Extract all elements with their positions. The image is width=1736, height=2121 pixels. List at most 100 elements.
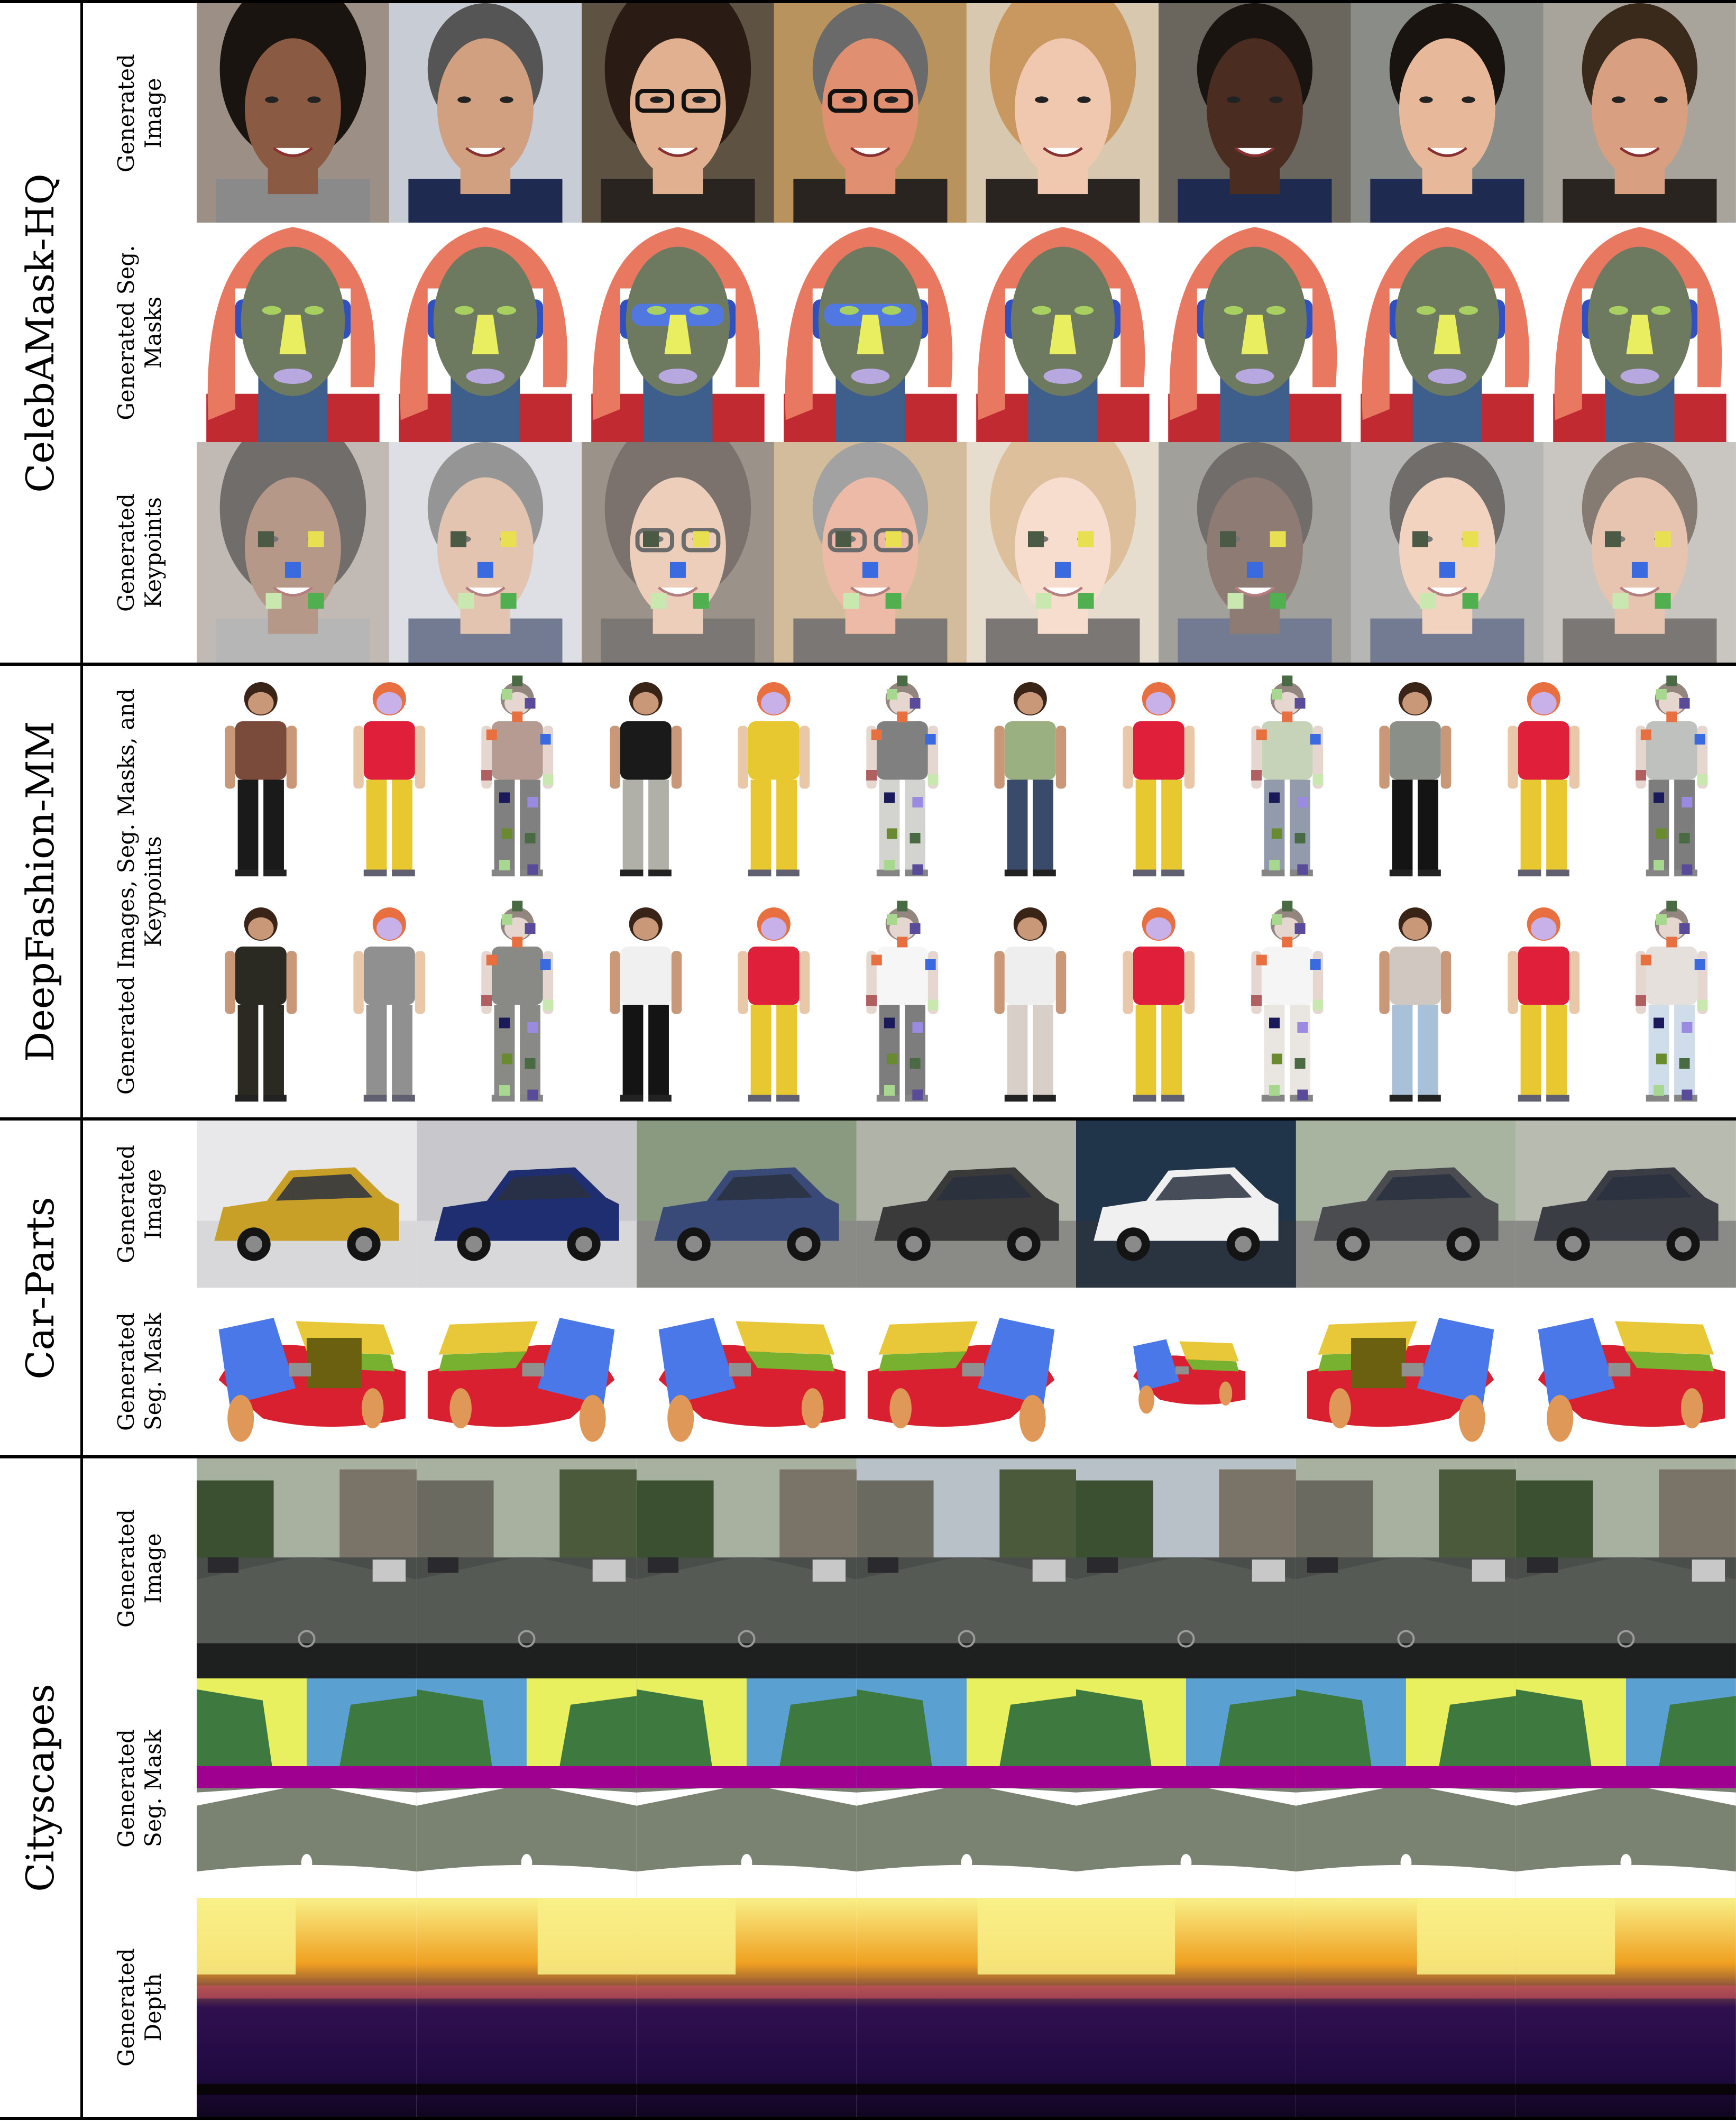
- grid-celeb-keypoints: [197, 442, 1736, 663]
- celeb-masks-image-7: [1351, 223, 1544, 442]
- fashion-top-image-2: [325, 667, 454, 892]
- fashion-top-image-10: [1351, 667, 1480, 892]
- celeb-keypoints-image-2: [389, 442, 582, 663]
- city-depth-image-2: [416, 1898, 637, 2117]
- celeb-masks-image-5: [966, 223, 1159, 442]
- row-label-celeb-image: Generated Image: [113, 53, 166, 172]
- car-mask-image-5: [1076, 1288, 1297, 1455]
- celeb-image-image-6: [1159, 3, 1352, 223]
- car-mask-image-4: [856, 1288, 1077, 1455]
- city-mask-image-2: [416, 1678, 637, 1898]
- city-image-image-7: [1516, 1458, 1736, 1678]
- celeb-masks-image-3: [581, 223, 774, 442]
- city-mask-image-7: [1516, 1678, 1736, 1898]
- city-mask-image-3: [636, 1678, 857, 1898]
- celeb-image-image-2: [389, 3, 582, 223]
- fashion-bottom-image-4: [581, 893, 710, 1117]
- grid-fashion-bottom: [197, 893, 1736, 1117]
- row-label-car-image: Generated Image: [113, 1144, 166, 1264]
- rule-celeb-fashion: [0, 663, 1736, 666]
- city-depth-image-7: [1516, 1898, 1736, 2117]
- fashion-top-image-9: [1223, 667, 1352, 892]
- dataset-label-carparts: Car-Parts: [18, 1196, 62, 1380]
- city-image-image-6: [1296, 1458, 1517, 1678]
- grid-fashion-top: [197, 667, 1736, 892]
- fashion-top-image-7: [966, 667, 1095, 892]
- fashion-top-image-6: [838, 667, 967, 892]
- row-label-city-image: Generated Image: [113, 1509, 166, 1628]
- fashion-bottom-image-8: [1095, 893, 1223, 1117]
- city-depth-image-4: [856, 1898, 1077, 2117]
- car-image-image-5: [1076, 1121, 1297, 1288]
- dataset-label-celebamask: CelebAMask-HQ: [18, 173, 62, 493]
- fashion-top-image-5: [710, 667, 838, 892]
- city-depth-image-6: [1296, 1898, 1517, 2117]
- car-image-image-2: [416, 1121, 637, 1288]
- dataset-label-deepfashion: DeepFashion-MM: [18, 721, 62, 1062]
- row-label-celeb-masks: Generated Seg. Masks: [113, 244, 166, 420]
- celeb-keypoints-image-7: [1351, 442, 1544, 663]
- city-depth-image-5: [1076, 1898, 1297, 2117]
- city-image-image-2: [416, 1458, 637, 1678]
- row-label-celeb-keypoints: Generated Keypoints: [113, 493, 166, 612]
- celeb-keypoints-image-3: [581, 442, 774, 663]
- fashion-top-image-8: [1095, 667, 1223, 892]
- fashion-bottom-image-6: [838, 893, 967, 1117]
- dataset-label-cityscapes: Cityscapes: [18, 1683, 62, 1892]
- celeb-keypoints-image-5: [966, 442, 1159, 663]
- grid-car-mask: [197, 1288, 1736, 1455]
- car-image-image-3: [636, 1121, 857, 1288]
- row-label-car-mask: Generated Seg. Mask: [113, 1312, 166, 1431]
- celeb-image-image-8: [1544, 3, 1736, 223]
- grid-city-mask: [197, 1678, 1736, 1898]
- row-label-city-mask: Generated Seg. Mask: [113, 1729, 166, 1848]
- fashion-top-image-4: [581, 667, 710, 892]
- fashion-top-image-11: [1479, 667, 1608, 892]
- grid-city-image: [197, 1458, 1736, 1678]
- celeb-image-image-5: [966, 3, 1159, 223]
- grid-car-image: [197, 1121, 1736, 1288]
- celeb-image-image-1: [197, 3, 389, 223]
- grid-city-depth: [197, 1898, 1736, 2117]
- celeb-keypoints-image-6: [1159, 442, 1352, 663]
- car-mask-image-7: [1516, 1288, 1736, 1455]
- grid-celeb-image: [197, 3, 1736, 223]
- car-image-image-6: [1296, 1121, 1517, 1288]
- city-image-image-3: [636, 1458, 857, 1678]
- fashion-top-image-1: [197, 667, 325, 892]
- celeb-masks-image-2: [389, 223, 582, 442]
- city-mask-image-1: [197, 1678, 417, 1898]
- city-image-image-5: [1076, 1458, 1297, 1678]
- city-image-image-1: [197, 1458, 417, 1678]
- celeb-image-image-4: [774, 3, 967, 223]
- celeb-image-image-3: [581, 3, 774, 223]
- fashion-bottom-image-3: [453, 893, 582, 1117]
- city-depth-image-3: [636, 1898, 857, 2117]
- celeb-keypoints-image-8: [1544, 442, 1736, 663]
- city-image-image-4: [856, 1458, 1077, 1678]
- car-image-image-1: [197, 1121, 417, 1288]
- rule-vertical: [80, 0, 83, 2120]
- car-image-image-7: [1516, 1121, 1736, 1288]
- fashion-bottom-image-1: [197, 893, 325, 1117]
- rule-car-city: [0, 1455, 1736, 1458]
- row-label-city-depth: Generated Depth: [113, 1948, 166, 2067]
- fashion-bottom-image-2: [325, 893, 454, 1117]
- fashion-top-image-12: [1608, 667, 1736, 892]
- car-mask-image-2: [416, 1288, 637, 1455]
- celeb-keypoints-image-1: [197, 442, 389, 663]
- fashion-bottom-image-10: [1351, 893, 1480, 1117]
- car-mask-image-6: [1296, 1288, 1517, 1455]
- celeb-masks-image-4: [774, 223, 967, 442]
- car-mask-image-1: [197, 1288, 417, 1455]
- car-mask-image-3: [636, 1288, 857, 1455]
- city-mask-image-4: [856, 1678, 1077, 1898]
- celeb-image-image-7: [1351, 3, 1544, 223]
- fashion-top-image-3: [453, 667, 582, 892]
- rule-fashion-car: [0, 1117, 1736, 1121]
- row-label-fashion: Generated Images, Seg. Masks, and Keypoi…: [113, 688, 166, 1095]
- rule-top: [0, 0, 1736, 3]
- celeb-masks-image-1: [197, 223, 389, 442]
- city-depth-image-1: [197, 1898, 417, 2117]
- celeb-keypoints-image-4: [774, 442, 967, 663]
